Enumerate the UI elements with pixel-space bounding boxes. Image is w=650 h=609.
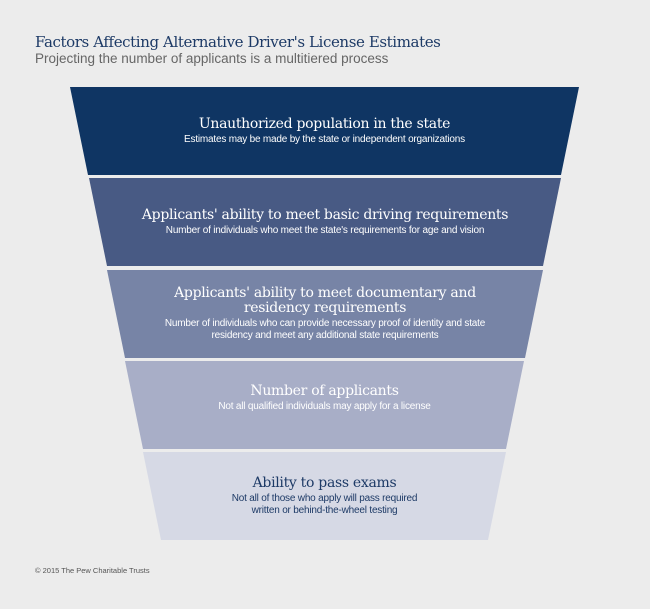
funnel-level-3: Applicants' ability to meet documentary …: [107, 270, 543, 358]
chart-title: Factors Affecting Alternative Driver's L…: [35, 33, 441, 51]
level-description: Number of individuals who meet the state…: [165, 224, 485, 236]
level-description: Number of individuals who can provide ne…: [164, 318, 486, 341]
funnel-level-1: Unauthorized population in the state Est…: [70, 87, 579, 175]
level-heading: Number of applicants: [250, 382, 399, 399]
level-heading: Applicants' ability to meet basic drivin…: [141, 206, 509, 223]
funnel-level-2: Applicants' ability to meet basic drivin…: [89, 178, 561, 266]
level-description: Not all qualified individuals may apply …: [218, 400, 431, 412]
level-description: Not all of those who apply will pass req…: [231, 492, 418, 516]
level-heading: Ability to pass exams: [252, 474, 397, 491]
funnel-level-5: Ability to pass exams Not all of those w…: [143, 452, 506, 540]
level-description: Estimates may be made by the state or in…: [184, 133, 465, 145]
chart-subtitle: Projecting the number of applicants is a…: [35, 51, 389, 66]
copyright: © 2015 The Pew Charitable Trusts: [35, 566, 150, 575]
level-heading: Unauthorized population in the state: [198, 115, 451, 132]
level-heading: Applicants' ability to meet documentary …: [174, 285, 476, 316]
funnel-level-4: Number of applicants Not all qualified i…: [125, 361, 524, 449]
